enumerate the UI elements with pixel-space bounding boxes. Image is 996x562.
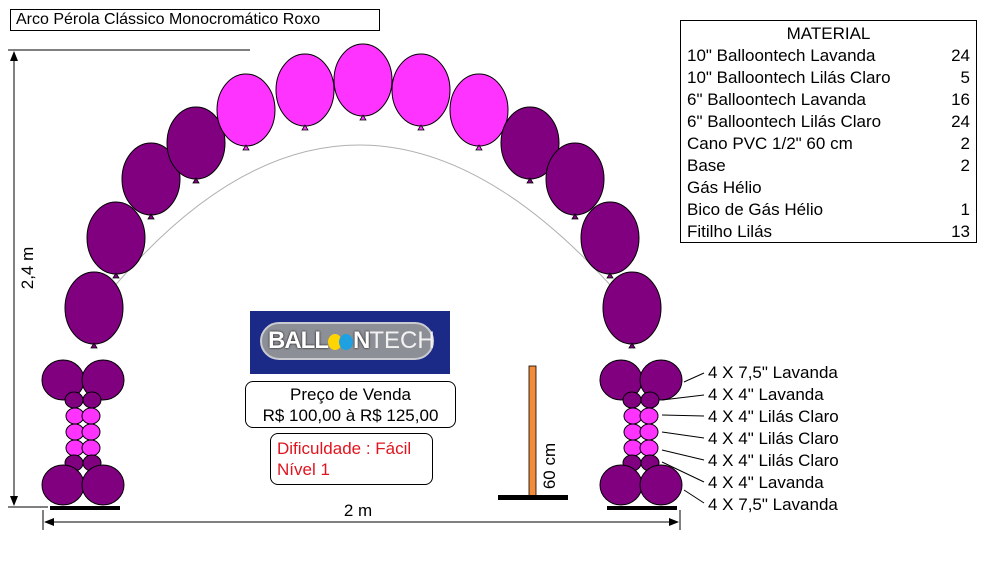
pole-height-label: 60 cm xyxy=(540,443,559,489)
column-balloon-large xyxy=(41,464,85,506)
balloontech-logo: BALL NTECH xyxy=(250,311,450,374)
material-heading: MATERIAL xyxy=(786,24,871,43)
balloon-knot xyxy=(526,177,534,184)
right-base xyxy=(607,506,677,510)
column-balloon-small xyxy=(623,407,643,425)
balloon-knot xyxy=(90,342,98,349)
balloon-knot xyxy=(301,124,309,131)
arch-balloon xyxy=(275,53,335,127)
column-label: 4 X 4" Lavanda xyxy=(708,385,824,404)
column-balloon-small xyxy=(64,391,84,409)
column-balloon-small xyxy=(622,391,642,409)
left-base xyxy=(50,506,120,510)
diagram-title: Arco Pérola Clássico Monocromático Roxo xyxy=(10,9,380,31)
balloon-knot xyxy=(571,213,579,220)
balloon-knot xyxy=(628,342,636,349)
column-label: 4 X 4" Lilás Claro xyxy=(708,429,839,448)
arch-wire xyxy=(94,144,633,311)
balloon-knot xyxy=(112,272,120,279)
column-balloon-small xyxy=(82,391,102,409)
column-balloon-small xyxy=(81,407,101,425)
width-arrow-right xyxy=(669,518,679,526)
arch-balloon xyxy=(216,73,276,147)
logo-balloon-icon xyxy=(338,334,353,350)
column-balloon-large xyxy=(81,464,125,506)
pvc-pole xyxy=(528,365,537,498)
column-balloon-small xyxy=(81,439,101,457)
arch-balloon xyxy=(166,106,226,180)
column-balloon-small xyxy=(640,391,660,409)
column-balloon-small xyxy=(623,439,643,457)
logo-text-n: N xyxy=(352,327,370,354)
balloon-knot xyxy=(417,124,425,131)
column-balloon-small xyxy=(81,423,101,441)
logo-pill: BALL NTECH xyxy=(260,322,435,360)
column-balloon-large xyxy=(599,464,643,506)
balloon-knot xyxy=(606,272,614,279)
difficulty-level: Nível 1 xyxy=(277,460,330,479)
arch-balloon xyxy=(86,201,146,275)
arch-balloon xyxy=(64,271,124,345)
column-balloon-large xyxy=(639,359,683,401)
difficulty-box: Dificuldade : Fácil Nível 1 xyxy=(270,433,433,485)
column-labels: 4 X 7,5" Lavanda 4 X 4" Lavanda 4 X 4" L… xyxy=(708,362,839,516)
balloon-knot xyxy=(475,144,483,151)
column-balloon-small xyxy=(639,407,659,425)
balloon-knot xyxy=(147,213,155,220)
label-leader-lines xyxy=(661,372,705,504)
arch-balloon xyxy=(449,73,509,147)
column-label: 4 X 4" Lilás Claro xyxy=(708,407,839,426)
height-arrow-bottom xyxy=(10,496,18,506)
price-label: Preço de Venda xyxy=(290,385,411,404)
column-label: 4 X 7,5" Lavanda xyxy=(708,363,838,382)
column-balloon-small xyxy=(639,423,659,441)
arch-balloon xyxy=(545,142,605,216)
height-label: 2,4 m xyxy=(18,247,37,290)
column-balloon-small xyxy=(623,423,643,441)
width-arrow-left xyxy=(44,518,54,526)
price-box: Preço de Venda R$ 100,00 à R$ 125,00 xyxy=(245,381,456,428)
height-arrow-top xyxy=(10,51,18,61)
column-balloon-small xyxy=(65,407,85,425)
logo-text-tech: TECH xyxy=(369,327,435,354)
column-label: 4 X 4" Lavanda xyxy=(708,473,824,492)
balloon-columns xyxy=(41,359,683,506)
column-label: 4 X 4" Lilás Claro xyxy=(708,451,839,470)
balloon-knot xyxy=(192,177,200,184)
logo-balloon-icon xyxy=(327,334,342,350)
column-balloon-large xyxy=(639,464,683,506)
column-balloon-small xyxy=(65,439,85,457)
difficulty-text: Dificuldade : Fácil xyxy=(277,439,412,458)
arch-balloon xyxy=(333,43,393,117)
column-balloon-large xyxy=(81,359,125,401)
arch-balloon xyxy=(602,271,662,345)
arch-balloon xyxy=(580,201,640,275)
logo-text-ball: BALL xyxy=(268,327,329,354)
pole-base xyxy=(498,495,568,500)
material-row: Gás Hélio xyxy=(687,178,762,197)
column-balloon-small xyxy=(639,439,659,457)
column-label: 4 X 7,5" Lavanda xyxy=(708,495,838,514)
arch-balloon xyxy=(391,53,451,127)
balloon-knot xyxy=(242,144,250,151)
arch-balloons xyxy=(64,43,662,349)
price-value: R$ 100,00 à R$ 125,00 xyxy=(262,406,439,425)
balloon-knot xyxy=(359,114,367,121)
column-balloon-small xyxy=(65,423,85,441)
width-label: 2 m xyxy=(344,501,372,520)
